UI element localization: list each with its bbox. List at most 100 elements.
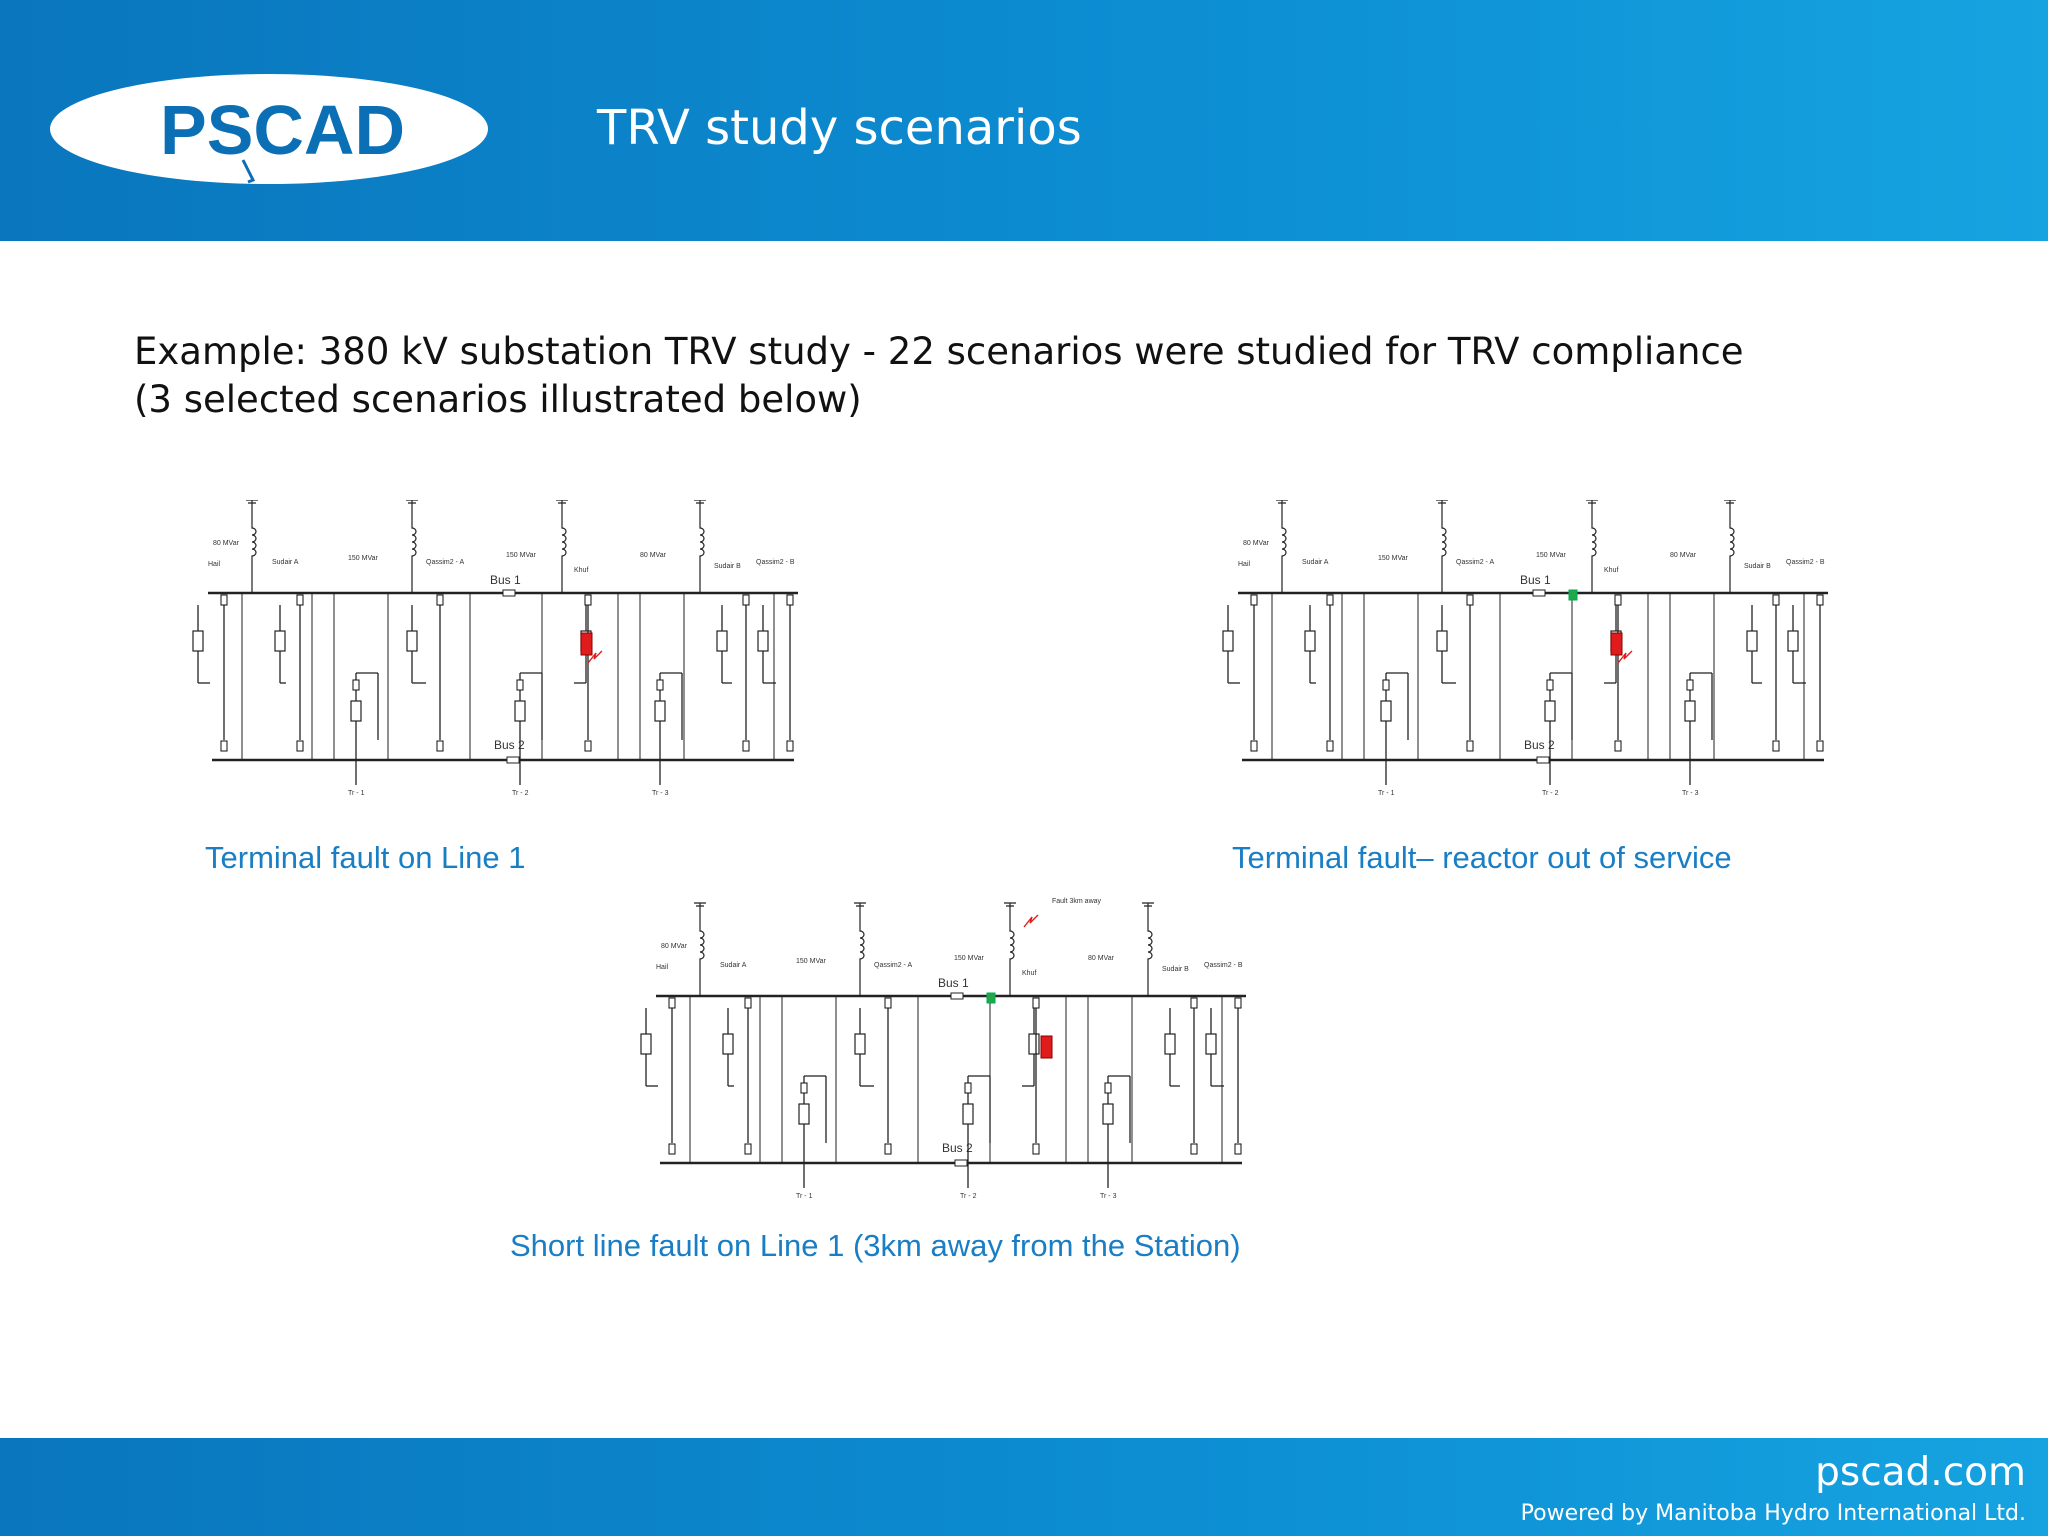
tr-2-cb xyxy=(962,1103,974,1125)
open-breaker-indicator xyxy=(1568,589,1578,601)
tr-1-label: Tr - 1 xyxy=(1378,790,1395,797)
reactor-coil xyxy=(699,913,705,996)
pscad-logo: PSCAD xyxy=(50,74,488,184)
reactor-150-khuf-label: 150 MVar xyxy=(954,955,984,962)
bay-sudair-b-cb xyxy=(716,630,728,652)
logo-text: PSCAD xyxy=(160,91,405,169)
reactor-coil xyxy=(1147,913,1153,996)
reactor-coil xyxy=(251,510,257,593)
reactor-coil xyxy=(561,510,567,593)
bay-qassim2-b-sw1 xyxy=(1234,997,1242,1009)
tr-1-sw xyxy=(800,1082,808,1094)
bay-khuf-sw2 xyxy=(1614,740,1622,752)
tr-2-cb xyxy=(514,700,526,722)
bay-sudair-b-cb xyxy=(1746,630,1758,652)
bay-hail-cb xyxy=(1222,630,1234,652)
reactor-150-khuf xyxy=(1004,902,1016,996)
faulted-breaker xyxy=(580,632,593,656)
ground-symbol xyxy=(556,500,568,510)
bay-khuf-sw2 xyxy=(584,740,592,752)
bay-khuf-sw1 xyxy=(1032,997,1040,1009)
ground-symbol xyxy=(406,500,418,510)
ground-symbol xyxy=(1724,500,1736,510)
reactor-80-sudair xyxy=(1724,500,1736,593)
bay-sudair-a-sw1 xyxy=(296,594,304,606)
reactor-80-label: 80 MVar xyxy=(213,540,240,547)
reactor-coil xyxy=(1591,510,1597,593)
bay-sudair-a-sw2 xyxy=(1326,740,1334,752)
bus-coupler-1 xyxy=(1532,589,1546,597)
fault-bolt-icon xyxy=(587,650,603,664)
intro-line-1: Example: 380 kV substation TRV study - 2… xyxy=(134,330,1744,373)
header-bar: PSCAD TRV study scenarios xyxy=(0,0,2048,241)
bay-hail-cb xyxy=(640,1033,652,1055)
ground-symbol xyxy=(1004,902,1016,913)
tr-3-cb xyxy=(654,700,666,722)
scenario-caption-2: Terminal fault– reactor out of service xyxy=(1232,840,1732,875)
bay-qassim2-b-sw2 xyxy=(1816,740,1824,752)
tr-3-label: Tr - 3 xyxy=(1682,790,1699,797)
bay-qassim2-a-sw2 xyxy=(884,1143,892,1155)
bay-khuf-sw1 xyxy=(1614,594,1622,606)
line-khuf-label: Khuf xyxy=(1022,970,1036,977)
reactor-80-hail xyxy=(694,902,706,996)
ground-symbol xyxy=(246,500,258,510)
bay-qassim2-b-sw2 xyxy=(1234,1143,1242,1155)
bus-2-label: Bus 2 xyxy=(494,738,525,752)
tr-3-sw xyxy=(1104,1082,1112,1094)
bay-qassim2-a-sw1 xyxy=(884,997,892,1009)
tr-3-cb xyxy=(1684,700,1696,722)
line-khuf-label: Khuf xyxy=(1604,567,1618,574)
line-sudair-b-label: Sudair B xyxy=(1744,563,1771,570)
line-qassim2-a-label: Qassim2 - A xyxy=(1456,559,1494,566)
footer-site: pscad.com xyxy=(1815,1450,2026,1495)
tr-3-label: Tr - 3 xyxy=(652,790,669,797)
tr-2-sw xyxy=(1546,679,1554,691)
ground-symbol xyxy=(1276,500,1288,510)
reactor-coil xyxy=(1441,510,1447,593)
line-hail-label: Hail xyxy=(1238,561,1251,568)
scenario-caption-3: Short line fault on Line 1 (3km away fro… xyxy=(510,1228,1241,1263)
bay-sudair-a-sw1 xyxy=(1326,594,1334,606)
bay-qassim2-a-sw2 xyxy=(436,740,444,752)
footer-powered: Powered by Manitoba Hydro International … xyxy=(1520,1501,2026,1526)
bay-sudair-a-sw2 xyxy=(296,740,304,752)
line-qassim2-b-label: Qassim2 - B xyxy=(1786,559,1825,566)
bay-sudair-a-sw1 xyxy=(744,997,752,1009)
reactor-80b-label: 80 MVar xyxy=(640,552,667,559)
tr-3-label: Tr - 3 xyxy=(1100,1193,1117,1200)
bus-1-label: Bus 1 xyxy=(938,976,969,990)
line-sudair-a-label: Sudair A xyxy=(272,559,299,566)
bay-qassim2-b-sw1 xyxy=(786,594,794,606)
intro-line-2: (3 selected scenarios illustrated below) xyxy=(134,378,862,421)
bay-hail-sw2 xyxy=(220,740,228,752)
bay-sudair-b-sw1 xyxy=(1772,594,1780,606)
bay-qassim2-b-sw1 xyxy=(1816,594,1824,606)
reactor-coil xyxy=(859,913,865,996)
footer-bar xyxy=(0,1438,2048,1536)
bay-qassim2-b-cb xyxy=(1205,1033,1217,1055)
bay-khuf-sw2 xyxy=(1032,1143,1040,1155)
ground-symbol xyxy=(694,500,706,510)
bus-2-label: Bus 2 xyxy=(942,1141,973,1155)
bus-1-label: Bus 1 xyxy=(490,573,521,587)
reactor-coil xyxy=(1729,510,1735,593)
bay-qassim2-a-sw1 xyxy=(1466,594,1474,606)
bay-hail-cb xyxy=(192,630,204,652)
fault-bolt-icon xyxy=(1617,650,1633,664)
ground-symbol xyxy=(1586,500,1598,510)
line-qassim2-a-label: Qassim2 - A xyxy=(426,559,464,566)
reactor-150-qassim xyxy=(1436,500,1448,593)
reactor-coil xyxy=(699,510,705,593)
bay-sudair-a-cb xyxy=(1304,630,1316,652)
bay-qassim2-a-cb xyxy=(1436,630,1448,652)
reactor-coil xyxy=(1009,913,1015,996)
bay-hail-sw1 xyxy=(668,997,676,1009)
bay-qassim2-b-cb xyxy=(1787,630,1799,652)
bay-qassim2-a-sw2 xyxy=(1466,740,1474,752)
fault-distance-label: Fault 3km away xyxy=(1052,898,1102,905)
ground-symbol xyxy=(1436,500,1448,510)
reactor-150-khuf xyxy=(556,500,568,593)
